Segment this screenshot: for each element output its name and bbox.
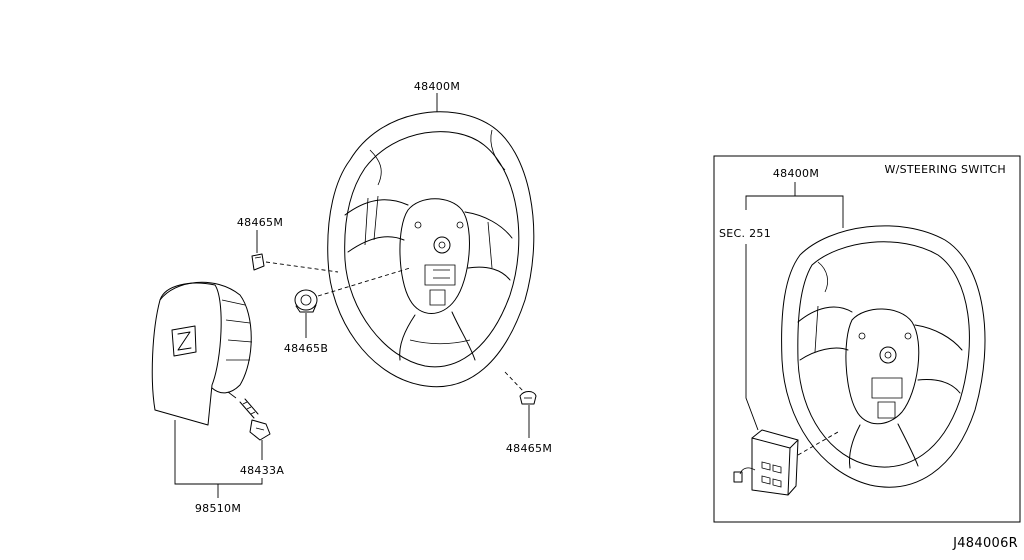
label-wheel-variant: 48400M [773, 167, 819, 180]
steering-switch[interactable] [733, 429, 799, 496]
leader-sec-ref [745, 244, 759, 431]
label-clip-upper: 48465M [237, 216, 283, 229]
steering-wheel-main[interactable] [327, 111, 535, 388]
dash-clip-lower [504, 371, 525, 393]
label-sec-ref: SEC. 251 [719, 227, 771, 240]
label-wheel-main: 48400M [414, 80, 460, 93]
variant-frame [713, 155, 1021, 523]
steering-wheel-variant[interactable] [781, 225, 986, 488]
dash-steering-switch [797, 431, 839, 456]
bushing[interactable] [294, 289, 318, 313]
label-bushing: 48465B [284, 342, 328, 355]
clip-lower[interactable] [519, 391, 537, 405]
airbag-module[interactable] [151, 281, 253, 426]
dash-clip-upper [265, 261, 339, 273]
dash-bushing [317, 267, 411, 297]
drawing-id: J484006R [952, 536, 1018, 551]
label-clip-lower: 48465M [506, 442, 552, 455]
bolt[interactable] [239, 398, 271, 441]
clip-upper[interactable] [251, 253, 265, 271]
z-logo-icon [171, 325, 197, 357]
label-airbag: 98510M [195, 502, 241, 515]
variant-title: W/STEERING SWITCH [884, 163, 1006, 176]
label-bolt: 48433A [240, 464, 284, 477]
leader-airbag-bracket [174, 420, 263, 485]
leader-wheel-variant-bracket [745, 195, 844, 228]
